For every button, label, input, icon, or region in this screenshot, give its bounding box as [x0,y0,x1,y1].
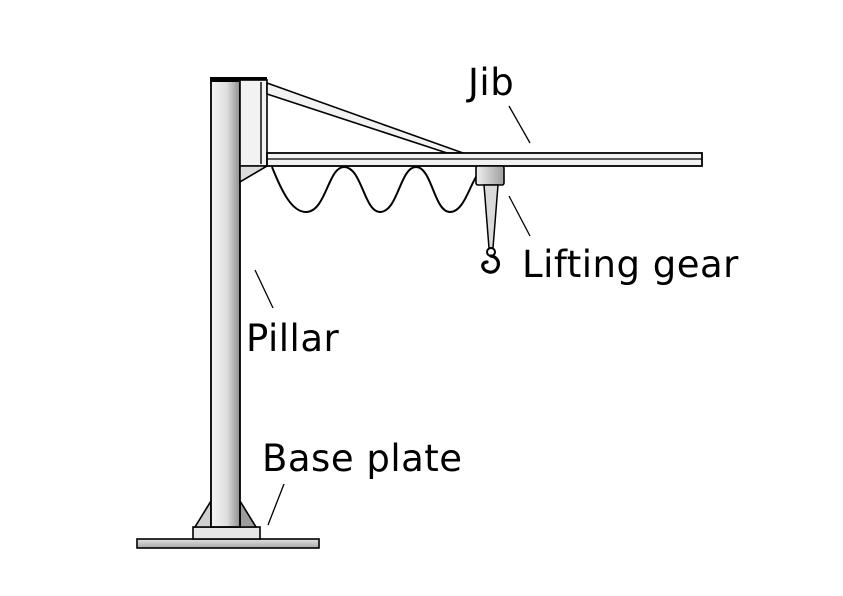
leader-lifting-gear [508,195,531,237]
festoon-cable [271,165,479,214]
pillar [210,77,267,528]
pillar-label: Pillar [246,317,340,360]
jib-arm [266,152,703,167]
base-gussets [193,498,258,528]
base-plate [136,526,320,549]
leader-lines [254,105,531,526]
base-plate-label: Base plate [262,437,463,480]
tie-rod [266,82,464,154]
jib-head-bracket [239,79,270,184]
leader-base-plate [267,483,285,526]
lifting-gear-label: Lifting gear [522,243,739,286]
leader-jib [508,105,531,144]
jib-label: Jib [468,61,515,104]
leader-pillar [254,269,274,309]
hook-icon [481,247,500,274]
lifting-gear [475,165,505,274]
